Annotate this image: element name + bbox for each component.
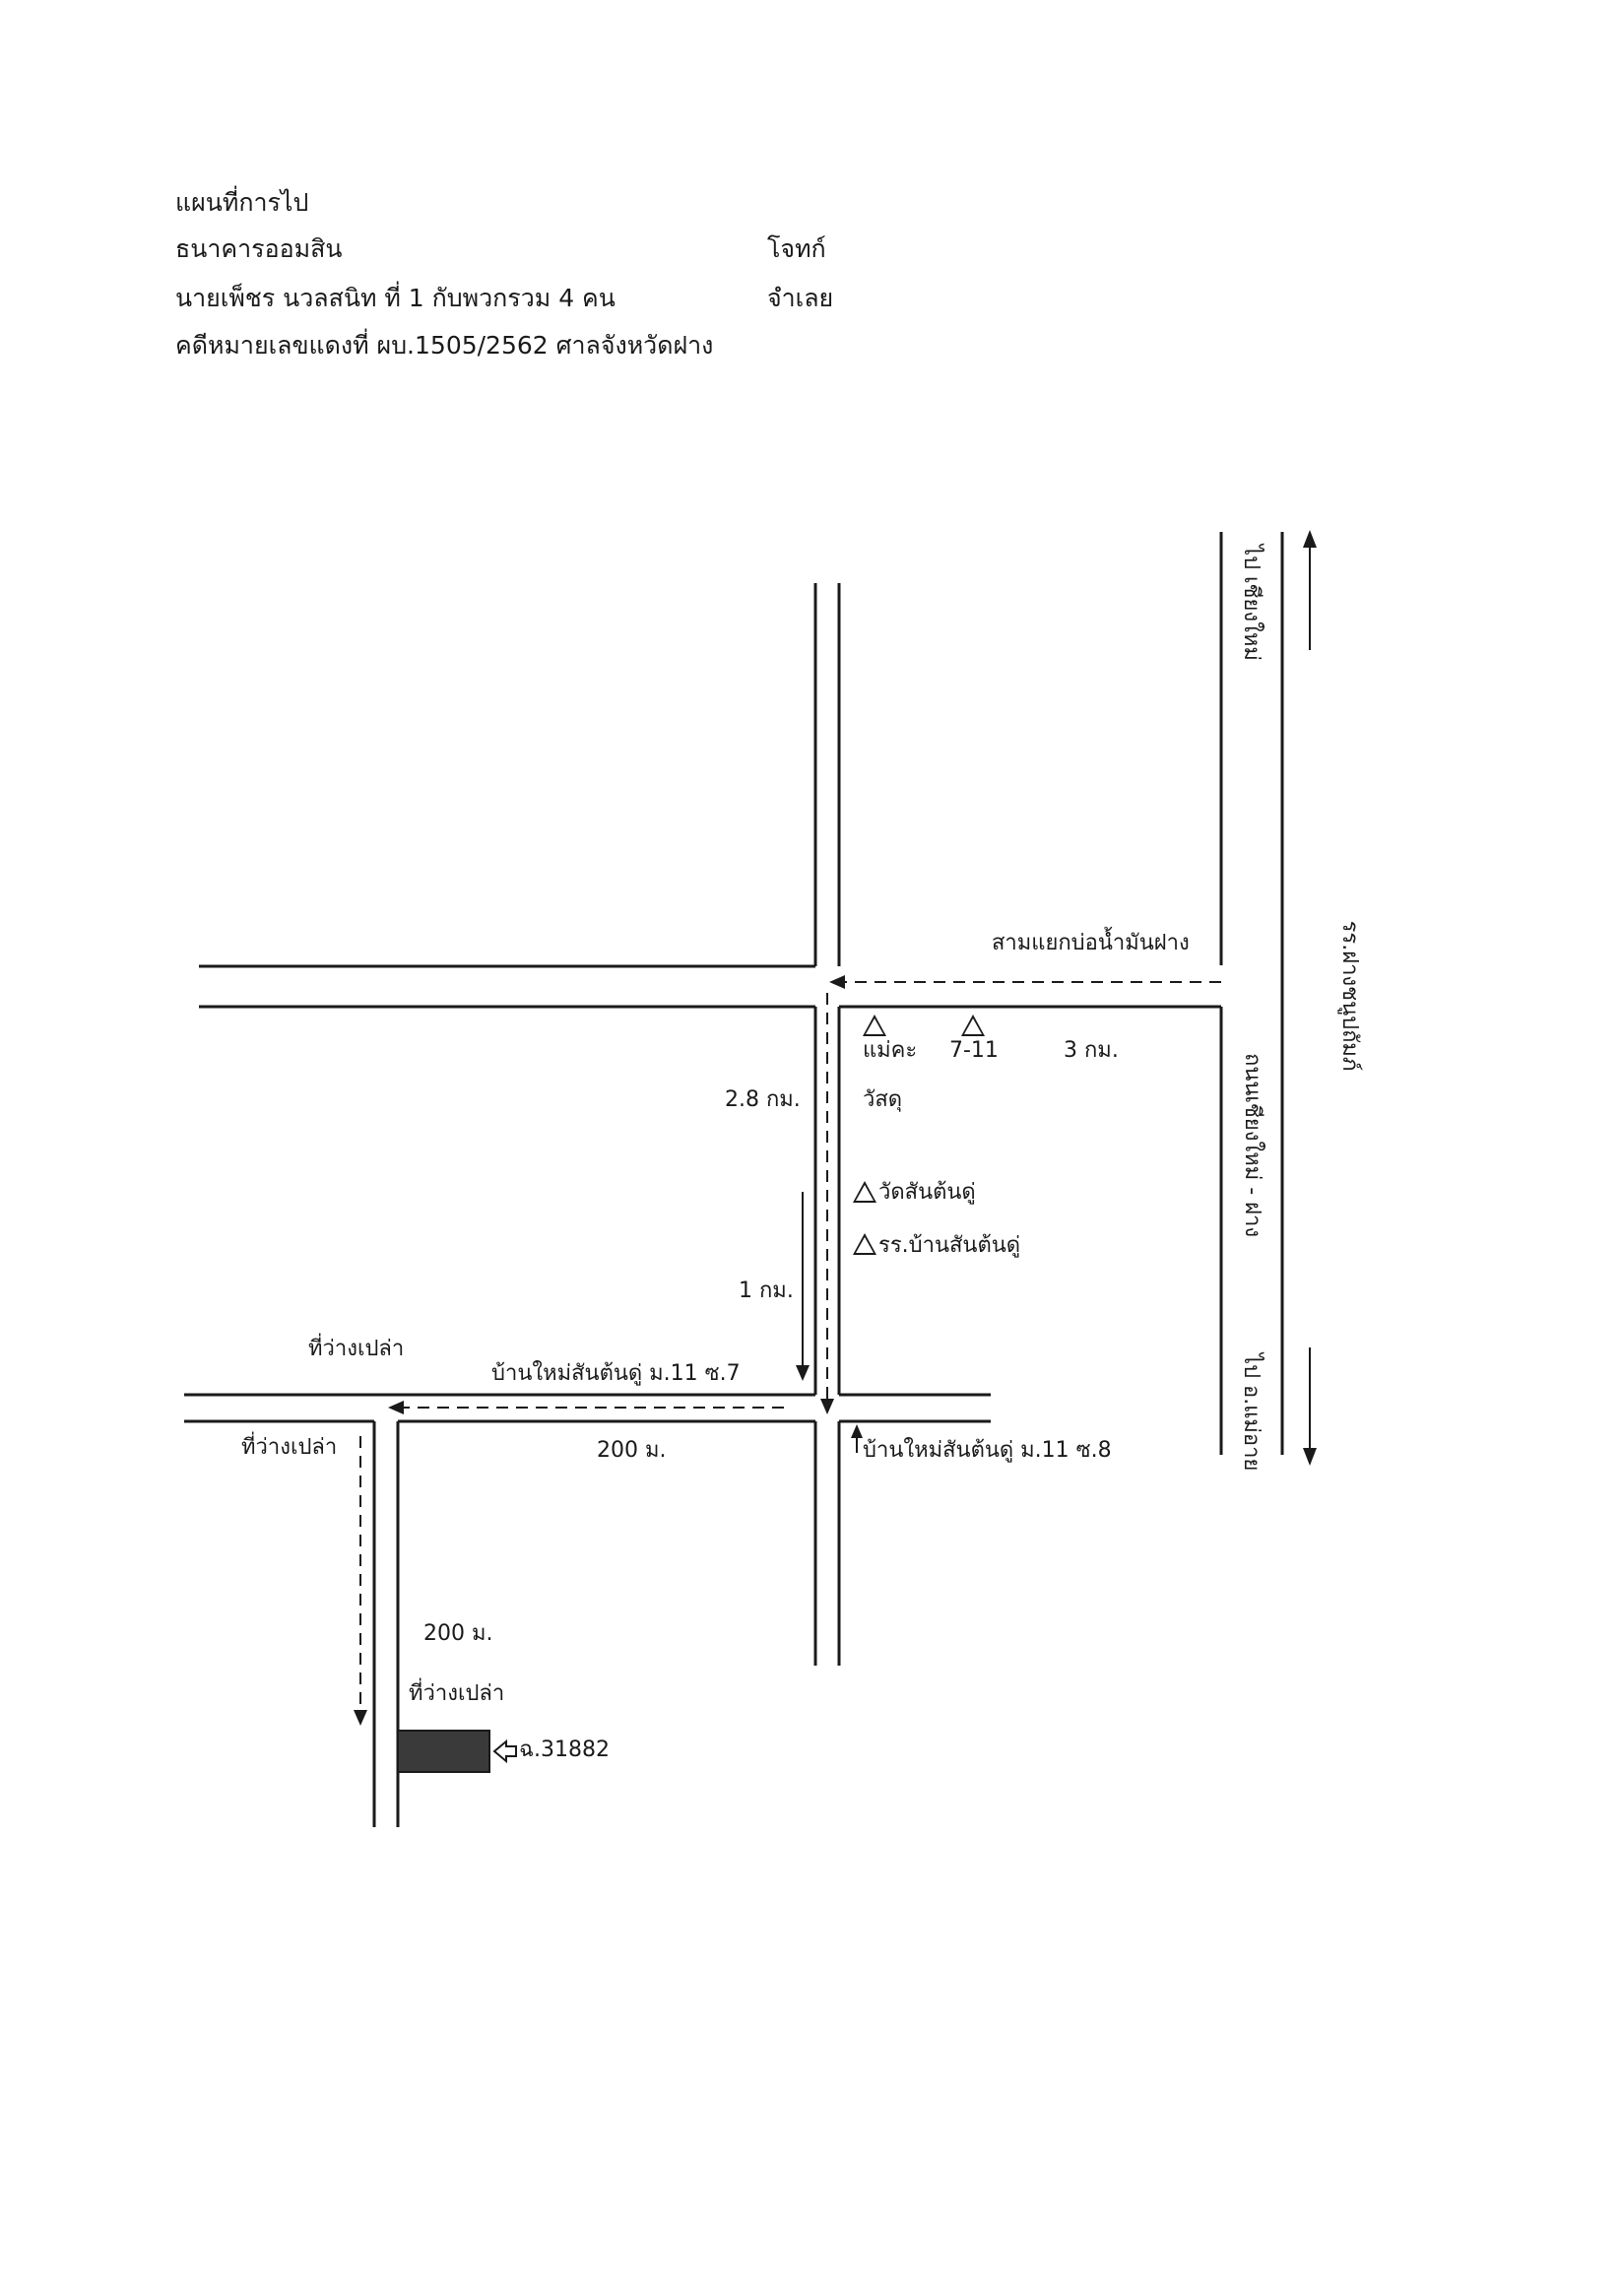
temple-label: วัดสันต้นดู่ — [878, 1180, 976, 1205]
route-arrow-soi7-icon — [388, 1401, 404, 1414]
vacant-land-label-bottom: ที่ว่างเปล่า — [409, 1681, 505, 1706]
arrow-down-head-icon — [1303, 1448, 1317, 1466]
map-title: แผนที่การไป — [175, 188, 309, 217]
distance-arrow-1km-head-icon — [796, 1365, 810, 1381]
plaintiff-name: ธนาคารออมสิน — [175, 234, 343, 263]
landmark-school-icon — [853, 1233, 876, 1255]
distance-200m-vertical: 200 ม. — [423, 1621, 493, 1646]
landmark-711-label: 7-11 — [949, 1038, 999, 1063]
plaintiff-role: โจทก์ — [767, 234, 826, 263]
village-school-label: รร.บ้านสันต้นดู่ — [878, 1233, 1021, 1258]
to-maeai-label: ไป อ.แม่อาย — [1239, 1353, 1264, 1472]
route-arrow-junction-icon — [829, 975, 845, 989]
arrow-up-head-icon — [1303, 530, 1317, 548]
distance-1km: 1 กม. — [739, 1279, 794, 1303]
defendant-name: นายเพ็ชร นวลสนิท ที่ 1 กับพวกรวม 4 คน — [175, 284, 616, 312]
school-fang-label: รร.ฝางชนูปถัมภ์ — [1337, 920, 1362, 1072]
landmark-materials-label: วัสดุ — [863, 1087, 903, 1112]
soi7-label: บ้านใหม่สันต้นดู่ ม.11 ซ.7 — [491, 1361, 741, 1386]
soi8-arrow-head-icon — [851, 1424, 863, 1438]
distance-200m-horizontal: 200 ม. — [597, 1438, 667, 1463]
vacant-land-label-top: ที่ว่างเปล่า — [308, 1337, 405, 1361]
landmark-temple-icon — [853, 1181, 876, 1203]
case-number: คดีหมายเลขแดงที่ ผบ.1505/2562 ศาลจังหวัด… — [175, 331, 714, 360]
to-chiangmai-label: ไป เชียงใหม่ — [1239, 545, 1264, 661]
parcel-pointer-icon — [492, 1738, 517, 1764]
distance-3km: 3 กม. — [1064, 1038, 1119, 1063]
deed-number-label: ฉ.31882 — [519, 1738, 610, 1762]
route-arrow-lower-icon — [354, 1710, 367, 1726]
highway-name-label: ถนนเชียงใหม่ - ฝาง — [1240, 1053, 1264, 1238]
route-arrow-middle-icon — [820, 1399, 834, 1414]
landmark-711-icon — [961, 1015, 985, 1036]
distance-2-8km: 2.8 กม. — [725, 1087, 801, 1112]
junction-label: สามแยกบ่อน้ำมันฝาง — [992, 931, 1190, 955]
landmark-makro-label: แม่คะ — [863, 1038, 918, 1063]
soi8-label: บ้านใหม่สันต้นดู่ ม.11 ซ.8 — [863, 1438, 1112, 1463]
landmark-makro-icon — [863, 1015, 886, 1036]
vacant-land-label-left: ที่ว่างเปล่า — [241, 1435, 338, 1460]
target-parcel — [397, 1730, 490, 1773]
defendant-role: จำเลย — [767, 284, 834, 312]
